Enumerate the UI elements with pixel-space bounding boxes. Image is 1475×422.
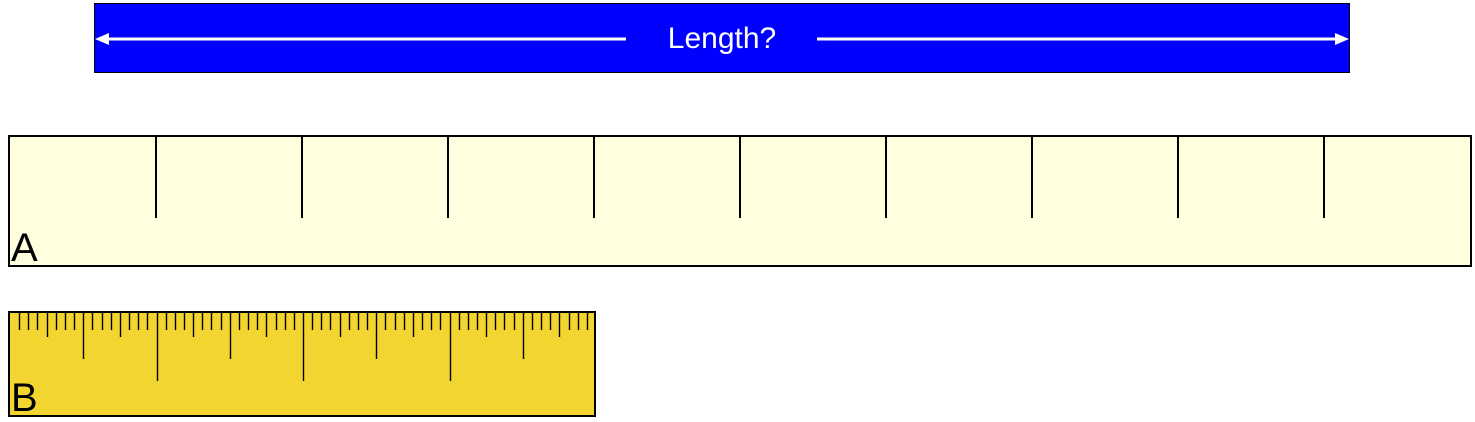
- arrowhead-left: [95, 33, 109, 45]
- ruler-b-ticks: [18, 313, 589, 381]
- ruler-b-label: B: [11, 376, 38, 417]
- ruler-b: B: [8, 311, 596, 417]
- ruler-a: A: [8, 135, 1472, 267]
- double-arrow: [95, 33, 1349, 45]
- length-label: Length?: [667, 22, 777, 55]
- ruler-a-label: A: [11, 226, 38, 267]
- length-bar: Length?: [94, 3, 1350, 73]
- ruler-a-ticks: [155, 137, 1325, 218]
- arrowhead-right: [1335, 33, 1349, 45]
